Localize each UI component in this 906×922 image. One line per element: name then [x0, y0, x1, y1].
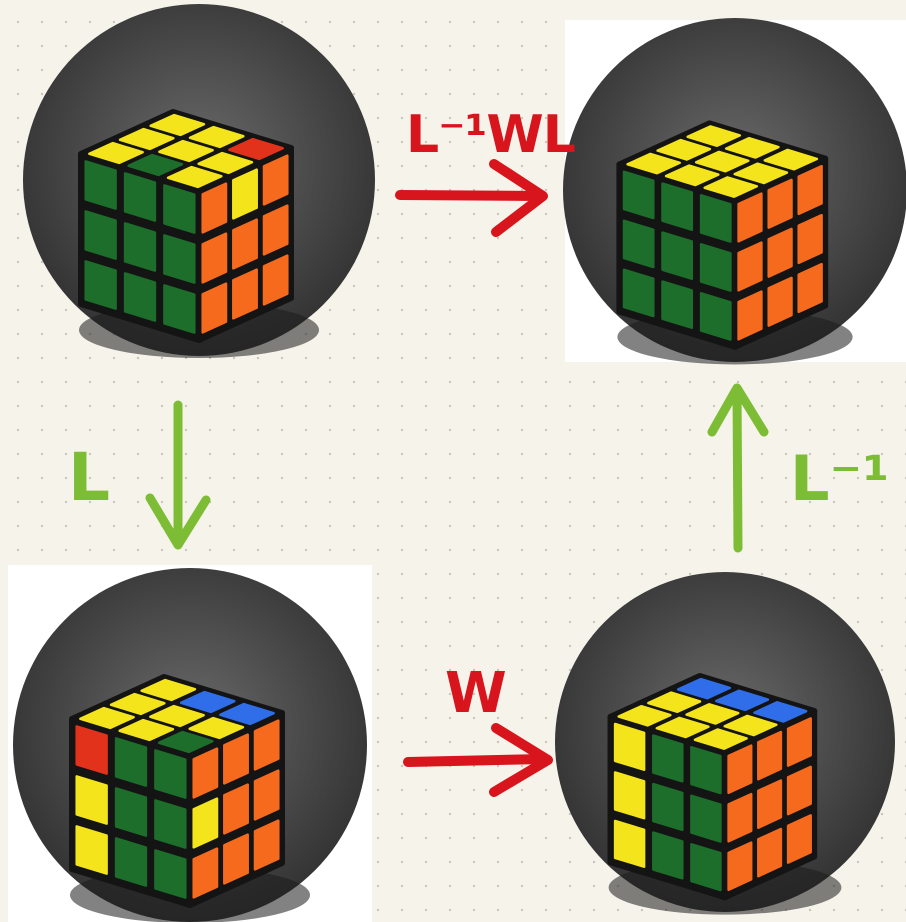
sticker-left: [615, 724, 644, 770]
sticker-left: [116, 838, 146, 885]
cube-photo-after-w: [555, 572, 895, 915]
sticker-left: [663, 184, 692, 230]
move-label-left: L: [68, 439, 110, 516]
sticker-left: [86, 261, 116, 308]
arrow-left: [150, 405, 206, 545]
sticker-left: [653, 784, 682, 830]
sticker-left: [624, 270, 653, 316]
sticker-left: [155, 750, 185, 797]
sticker-left: [615, 821, 644, 867]
move-label-bottom: W: [445, 661, 507, 726]
cube-photo-solved: [563, 18, 906, 364]
arrow-bottom: [408, 728, 548, 792]
sticker-left: [164, 235, 194, 282]
arrow-right: [712, 388, 764, 548]
sticker-left: [164, 285, 194, 332]
sticker-left: [77, 776, 107, 823]
arrow-top: [400, 164, 543, 232]
move-label-right: L⁻¹: [790, 442, 889, 515]
sticker-left: [624, 221, 653, 267]
sticker-left: [125, 223, 155, 270]
sticker-left: [653, 833, 682, 879]
sticker-left: [615, 773, 644, 819]
sticker-left: [691, 796, 720, 842]
cube-photo-start: [23, 4, 375, 358]
sticker-left: [77, 826, 107, 873]
sticker-left: [691, 844, 720, 890]
sticker-left: [155, 850, 185, 897]
sticker-left: [125, 273, 155, 320]
sticker-left: [663, 233, 692, 279]
sticker-left: [691, 747, 720, 793]
sticker-left: [116, 788, 146, 835]
cube-photo-after-l: [13, 568, 367, 922]
move-label-top: L⁻¹WL: [406, 105, 575, 165]
sticker-left: [653, 736, 682, 782]
sticker-left: [701, 244, 730, 290]
sticker-left: [86, 211, 116, 258]
sticker-left: [624, 172, 653, 218]
sticker-left: [77, 726, 107, 773]
sticker-left: [701, 195, 730, 241]
sticker-left: [164, 185, 194, 232]
sticker-left: [116, 738, 146, 785]
sticker-left: [155, 800, 185, 847]
sticker-left: [663, 282, 692, 328]
sticker-left: [125, 173, 155, 220]
sticker-left: [701, 293, 730, 339]
sticker-left: [86, 161, 116, 208]
